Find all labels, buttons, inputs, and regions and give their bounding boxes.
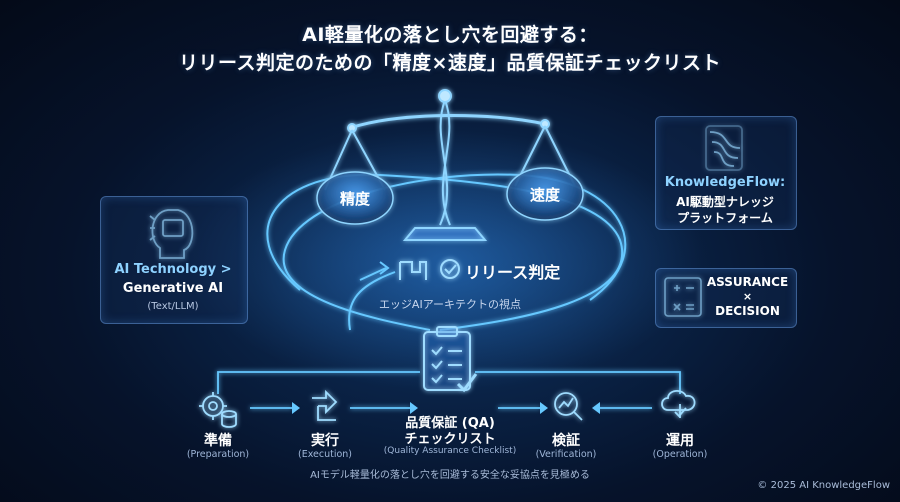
ai-technology-panel [100,196,248,324]
left-pan-shape [316,171,394,225]
magnifier-chart-icon [554,392,583,421]
execution-arrows-icon [312,389,338,421]
release-subtitle: エッジAIアーキテクトの視点 [378,298,522,311]
assurance-line-3: DECISION [715,304,780,318]
step-operation-sub: (Operation) [652,449,708,460]
ai-head-icon [149,209,194,259]
step-preparation-label: 準備 [204,433,232,449]
knowledgeflow-line-1: KnowledgeFlow: [664,175,786,190]
workflow-arrowheads [292,402,600,414]
right-pan-label: 速度 [529,186,560,204]
step-verification-label: 検証 [552,433,580,449]
release-decision-label: リリース判定 [465,263,561,282]
ai-technology-line-2: Generative AI [122,281,224,296]
copyright: © 2025 AI KnowledgeFlow [757,480,890,491]
assurance-line-2: × [742,290,753,303]
knowledge-flow-icon [705,125,743,171]
release-icon [399,259,460,280]
step-execution-label: 実行 [311,433,339,449]
step-verification-sub: (Verification) [535,449,597,460]
title-line-2: リリース判定のための「精度×速度」品質保証チェックリスト [179,52,721,74]
knowledgeflow-panel [655,116,797,230]
step-execution-sub: (Execution) [297,449,353,460]
footer-caption: AIモデル軽量化の落とし穴を回避する安全な妥協点を見極める [310,470,590,481]
shield-cloud-icon [661,390,696,418]
ai-technology-line-3: (Text/LLM) [147,301,199,312]
gear-database-icon [199,392,237,428]
right-pan-shape [506,167,584,221]
assurance-line-1: ASSURANCE [706,275,789,289]
checklist-line-1: 品質保証 (QA) [405,416,495,431]
checklist-subtitle: (Quality Assurance Checklist) [383,446,517,456]
title-line-1: AI軽量化の落とし穴を回避する： [302,24,598,46]
assurance-decision-panel [655,268,797,328]
left-pan-label: 精度 [339,190,370,208]
knowledgeflow-line-2: AI駆動型ナレッジ [676,195,774,209]
ai-technology-line-1: AI Technology > [114,262,232,277]
step-preparation-sub: (Preparation) [186,449,250,460]
step-operation-label: 運用 [666,433,694,449]
workflow-lines [217,371,681,409]
clipboard-checklist-icon [423,326,478,393]
assurance-calculator-icon [664,277,702,317]
checklist-line-2: チェックリスト [404,432,496,447]
knowledgeflow-line-3: プラットフォーム [677,211,773,225]
